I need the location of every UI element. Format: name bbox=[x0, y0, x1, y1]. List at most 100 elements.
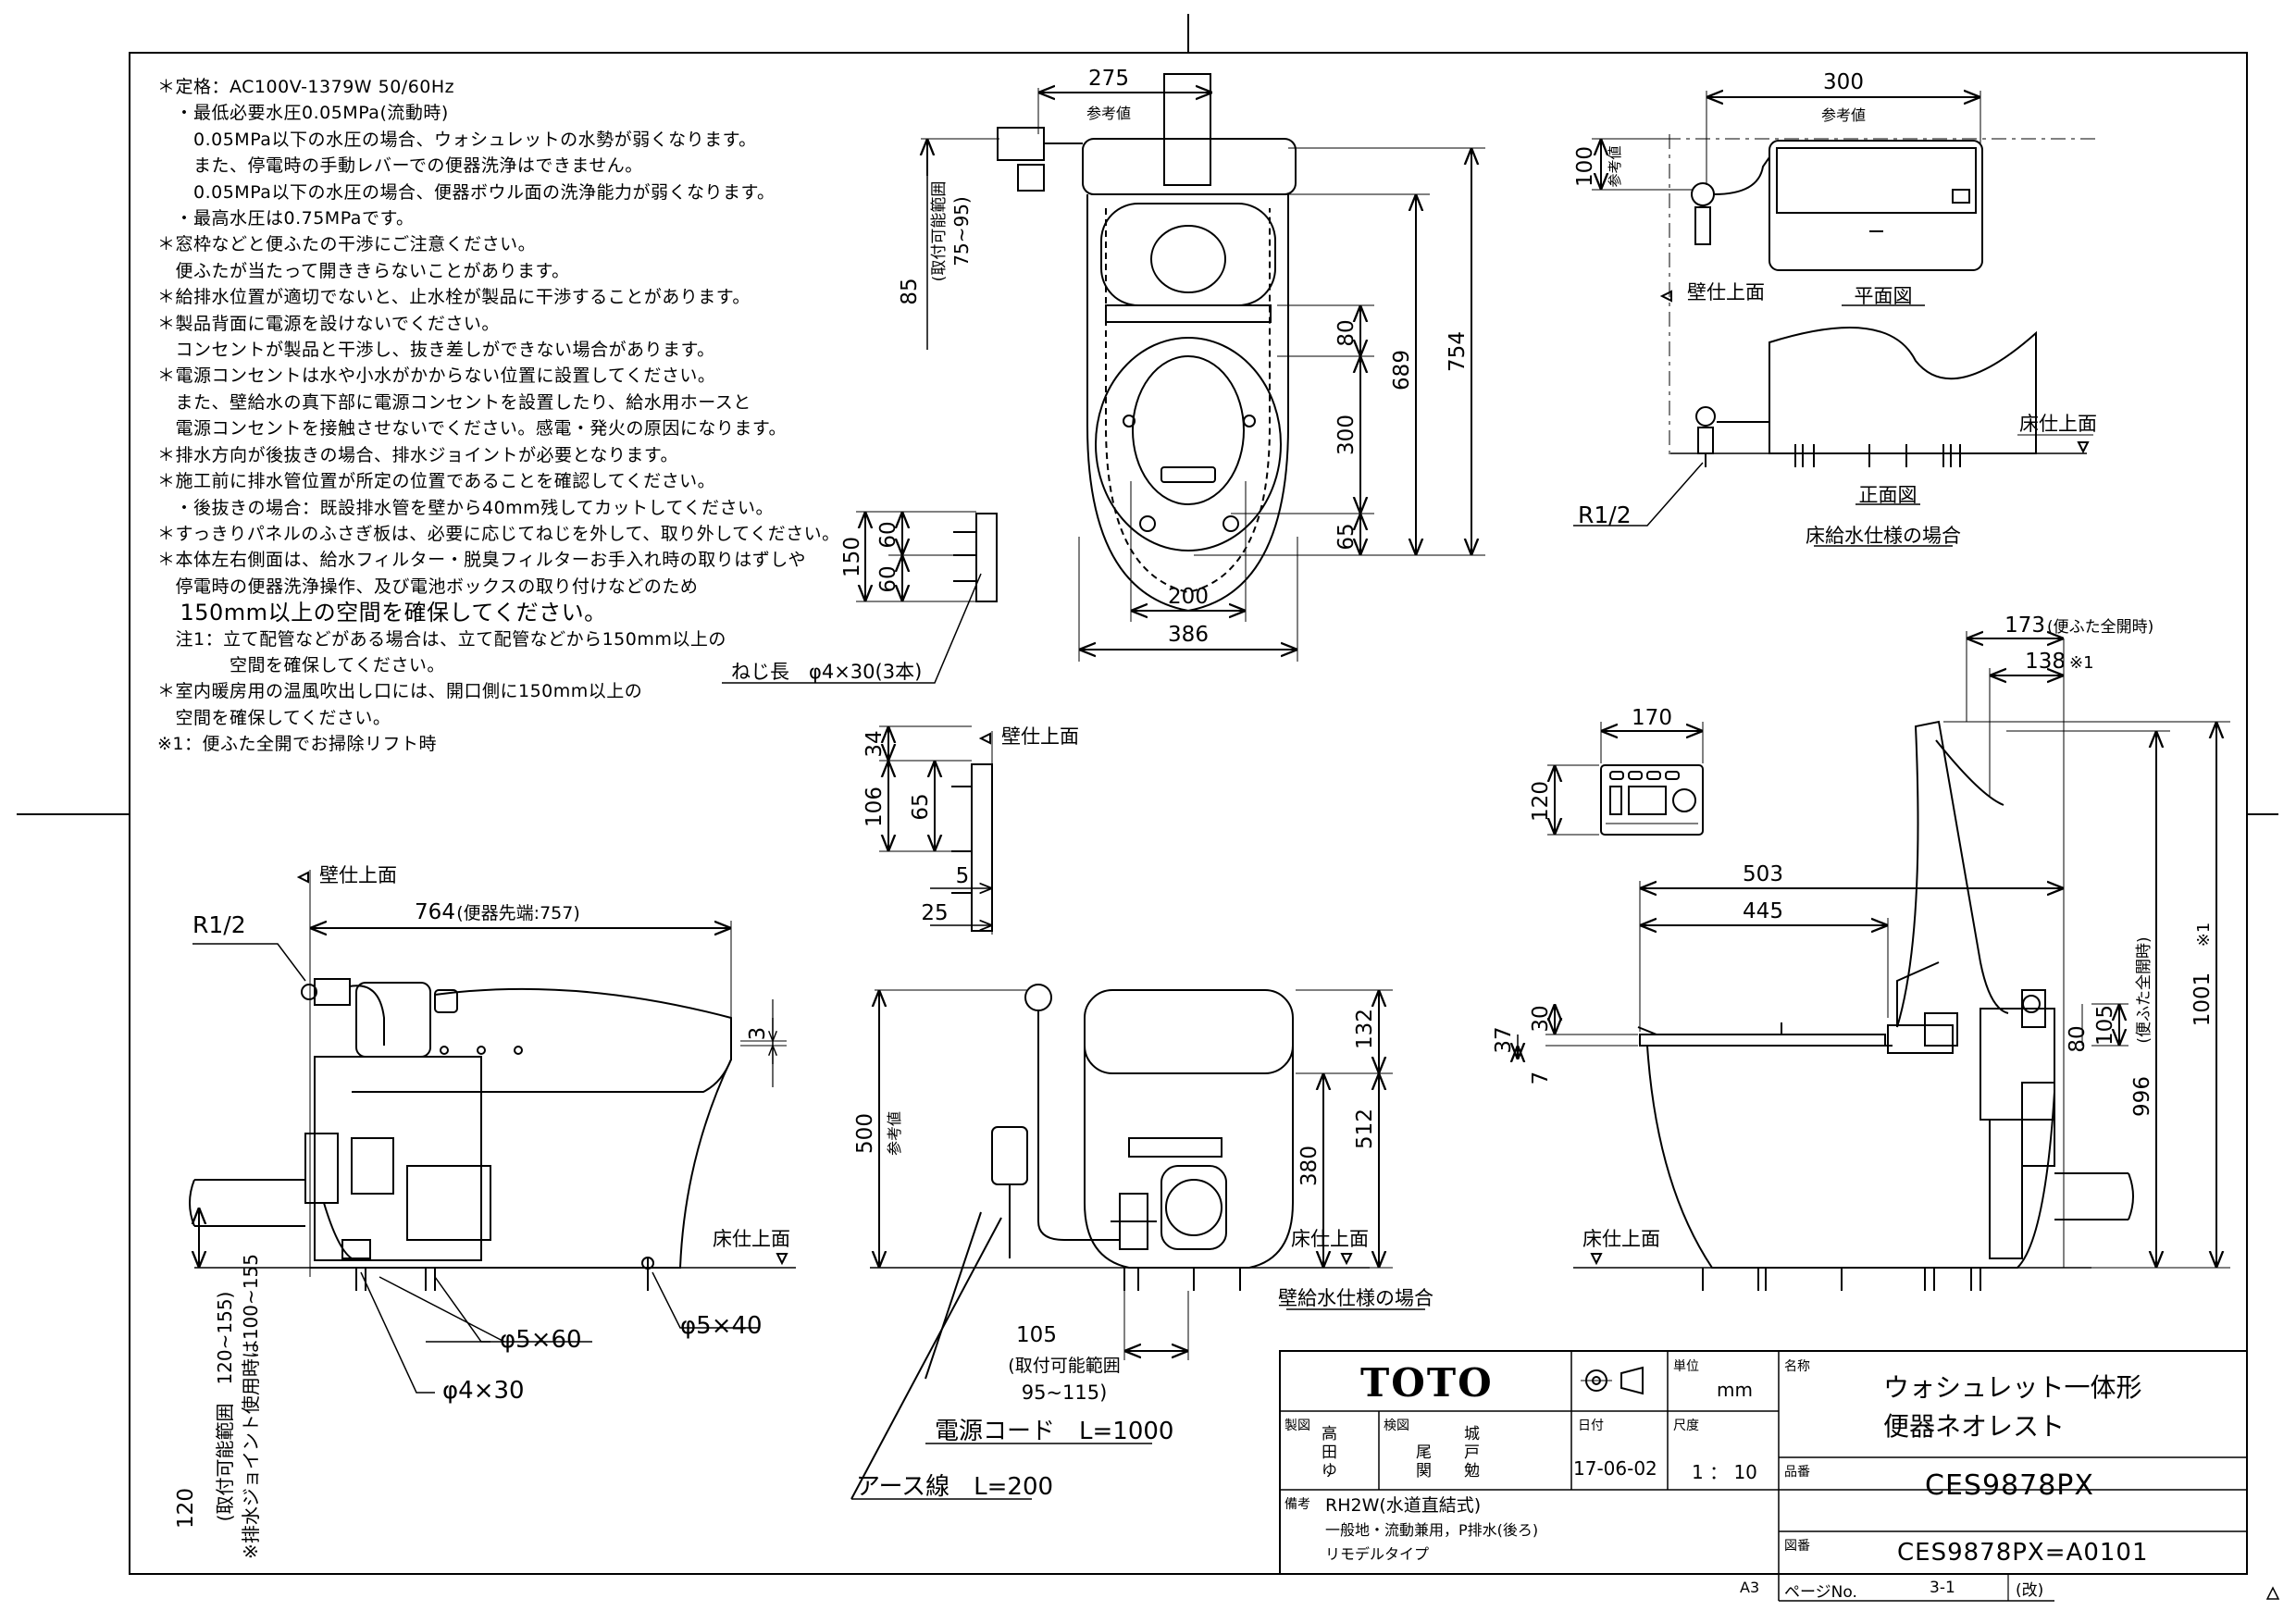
note-line: ＊電源コンセントは水や小水がかからない位置に設置してください。 bbox=[157, 365, 716, 387]
part-value: CES9878PX bbox=[1925, 1469, 2094, 1502]
rs-dim-138-note: ※1 bbox=[2069, 653, 2094, 673]
plan-dim-ref2: 参考値 bbox=[1607, 145, 1623, 187]
dim-65: 65 bbox=[1334, 523, 1359, 550]
side-range: (取付可能範囲 120~155) bbox=[214, 1292, 236, 1522]
dim-200: 200 bbox=[1168, 585, 1209, 609]
b2-dim-106: 106 bbox=[863, 787, 887, 827]
earth-wire-label: アース線 L=200 bbox=[856, 1473, 1053, 1501]
dim-754: 754 bbox=[1446, 331, 1470, 372]
note-line: 空間を確保してください。 bbox=[157, 654, 445, 675]
rs-dim-996-note: (便ふた全開時) bbox=[2135, 936, 2153, 1043]
rear-dim-512: 512 bbox=[1353, 1109, 1377, 1149]
plan-title: 平面図 bbox=[1855, 285, 1913, 307]
scale-value: 1 ： 10 bbox=[1692, 1461, 1757, 1483]
power-cord-label: 電源コード L=1000 bbox=[935, 1418, 1173, 1445]
note-line: また、壁給水の真下部に電源コンセントを設置したり、給水用ホースと bbox=[157, 391, 751, 413]
bracket-detail-labels: 34 106 65 5 25 壁仕上面 bbox=[863, 725, 1079, 925]
plan-dim-ref: 参考値 bbox=[1821, 106, 1866, 124]
paper-size: A3 bbox=[1740, 1579, 1760, 1596]
notes-block: ＊定格：AC100V-1379W 50/60Hz ・最低必要水圧0.05MPa(… bbox=[157, 74, 861, 758]
front-title: 正面図 bbox=[1859, 484, 1917, 506]
note-line: ・最低必要水圧0.05MPa(流動時) bbox=[157, 103, 449, 124]
side-range2: ※排水ジョイント使用時は100~155 bbox=[240, 1254, 262, 1559]
floor-supply-labels: 300 参考値 100 参考値 壁仕上面 平面図 正面図 床仕上面 床給水仕様の… bbox=[1573, 70, 2097, 547]
plan-dim-100: 100 bbox=[1573, 146, 1597, 187]
top-view-labels: 275 参考値 85 (取付可能範囲 75~95) 754 689 80 300… bbox=[731, 67, 1470, 683]
right-side-view bbox=[1518, 631, 2230, 1291]
checked-by-1: 尾 関 bbox=[1416, 1443, 1432, 1481]
checked-label: 検図 bbox=[1384, 1419, 1409, 1433]
dim-85-range: (取付可能範囲 bbox=[930, 181, 949, 282]
b2-dim-5: 5 bbox=[956, 864, 970, 888]
note-line: ＊製品背面に電源を設けないでください。 bbox=[157, 313, 500, 334]
side-wall-label: 壁仕上面 bbox=[319, 864, 397, 886]
rs-dim-1001-note: ※1 bbox=[2194, 923, 2214, 948]
drawn-label: 製図 bbox=[1285, 1419, 1310, 1433]
dim-275-ref: 参考値 bbox=[1086, 105, 1131, 122]
plan-floor-label: 床仕上面 bbox=[2019, 413, 2097, 435]
note-line: ＊室内暖房用の温風吹出し口には、開口側に150mm以上の bbox=[157, 681, 643, 702]
note-line: ＊本体左右側面は、給水フィルター・脱臭フィルターお手入れ時の取りはずしや bbox=[157, 550, 807, 571]
note-line: ＊窓枠などと便ふたの干渉にご注意ください。 bbox=[157, 234, 537, 255]
b2-dim-34: 34 bbox=[863, 730, 887, 757]
remarks-line2: 一般地・流動兼用，P排水(後ろ) bbox=[1325, 1521, 1539, 1539]
dim-85: 85 bbox=[898, 278, 922, 304]
plan-r12: R1/2 bbox=[1578, 502, 1632, 528]
remarks-label: 備考 bbox=[1285, 1497, 1310, 1512]
note-line: ＊施工前に排水管位置が所定の位置であることを確認してください。 bbox=[157, 471, 716, 492]
note-line: 0.05MPa以下の水圧の場合、ウォシュレットの水勢が弱くなります。 bbox=[157, 129, 757, 150]
rs-dim-173: 173 bbox=[2004, 613, 2045, 638]
note-line: また、停電時の手動レバーでの便器洗浄はできません。 bbox=[157, 155, 643, 177]
rear-dim-range2: 95~115) bbox=[1022, 1381, 1108, 1404]
rear-dim-105: 105 bbox=[1016, 1323, 1057, 1347]
rear-dim-range: (取付可能範囲 bbox=[1008, 1356, 1120, 1376]
dim-80: 80 bbox=[1334, 319, 1359, 346]
note-line: 電源コンセントを接触させないでください。感電・発火の原因になります。 bbox=[157, 418, 788, 440]
note-line: ・最高水圧は0.75MPaです。 bbox=[157, 208, 415, 229]
scale-label: 尺度 bbox=[1673, 1419, 1699, 1433]
rear-view bbox=[850, 984, 1425, 1500]
rear-dim-ref: 参考値 bbox=[886, 1111, 903, 1156]
remote-dim-170: 170 bbox=[1632, 706, 1672, 730]
note-line: 便ふたが当たって開ききらないことがあります。 bbox=[157, 260, 570, 281]
remarks-line1: RH2W(水道直結式) bbox=[1325, 1495, 1482, 1516]
rs-dim-445: 445 bbox=[1743, 899, 1783, 923]
date-value: 17-06-02 bbox=[1573, 1457, 1657, 1480]
dim-300: 300 bbox=[1334, 415, 1359, 455]
floor-supply-caption: 床給水仕様の場合 bbox=[1806, 525, 1961, 547]
rs-dim-138: 138 bbox=[2025, 650, 2066, 674]
date-label: 日付 bbox=[1578, 1419, 1604, 1433]
dim-60a: 60 bbox=[876, 521, 900, 548]
rs-dim-1001: 1001 bbox=[2191, 973, 2215, 1027]
dim-386: 386 bbox=[1168, 623, 1209, 647]
rear-dim-500: 500 bbox=[853, 1113, 877, 1154]
rs-dim-105: 105 bbox=[2093, 1005, 2117, 1046]
right-side-labels: 170 120 173 (便ふた全開時) 138 ※1 503 445 30 3… bbox=[1492, 613, 2215, 1250]
phi-5x60: φ5×60 bbox=[500, 1326, 582, 1354]
page-label: ページNo. bbox=[1784, 1583, 1857, 1602]
sheet-frame bbox=[17, 14, 2278, 1575]
remarks-line3: リモデルタイプ bbox=[1325, 1545, 1430, 1563]
drawn-by: 高 田 ゆ bbox=[1322, 1425, 1337, 1481]
brand-logo: TOTO bbox=[1360, 1360, 1494, 1406]
dim-275: 275 bbox=[1088, 67, 1129, 91]
drawing-label: 図番 bbox=[1784, 1539, 1810, 1554]
dim-85-range2: 75~95) bbox=[950, 196, 973, 266]
note-line: 150mm以上の空間を確保してください。 bbox=[157, 600, 607, 626]
phi-4x30: φ4×30 bbox=[442, 1377, 525, 1405]
note-line: ・後抜きの場合：既設排水管を壁から40mm残してカットしてください。 bbox=[157, 497, 774, 518]
name-line1: ウォシュレット一体形 bbox=[1883, 1372, 2142, 1403]
note-line: 停電時の便器洗浄操作、及び電池ボックスの取り付けなどのため bbox=[157, 576, 699, 597]
unit-label: 単位 bbox=[1673, 1359, 1699, 1374]
b2-wall-label: 壁仕上面 bbox=[1001, 725, 1079, 748]
page-value: 3-1 bbox=[1930, 1579, 1955, 1597]
note-line: ＊給排水位置が適切でないと、止水栓が製品に干渉することがあります。 bbox=[157, 287, 751, 308]
bracket-detail bbox=[879, 725, 993, 935]
dim-60b: 60 bbox=[876, 565, 900, 592]
left-side-labels: 壁仕上面 764 (便器先端:757) 3 床仕上面 R1/2 φ5×60 φ5… bbox=[174, 864, 790, 1559]
note-line: ＊すっきりパネルのふさぎ板は、必要に応じてねじを外して、取り外してください。 bbox=[157, 523, 840, 544]
rs-dim-503: 503 bbox=[1743, 862, 1783, 886]
note-line: 0.05MPa以下の水圧の場合、便器ボウル面の洗浄能力が弱くなります。 bbox=[157, 181, 776, 203]
note-line: 空間を確保してください。 bbox=[157, 707, 391, 728]
rs-dim-80: 80 bbox=[2066, 1025, 2090, 1052]
